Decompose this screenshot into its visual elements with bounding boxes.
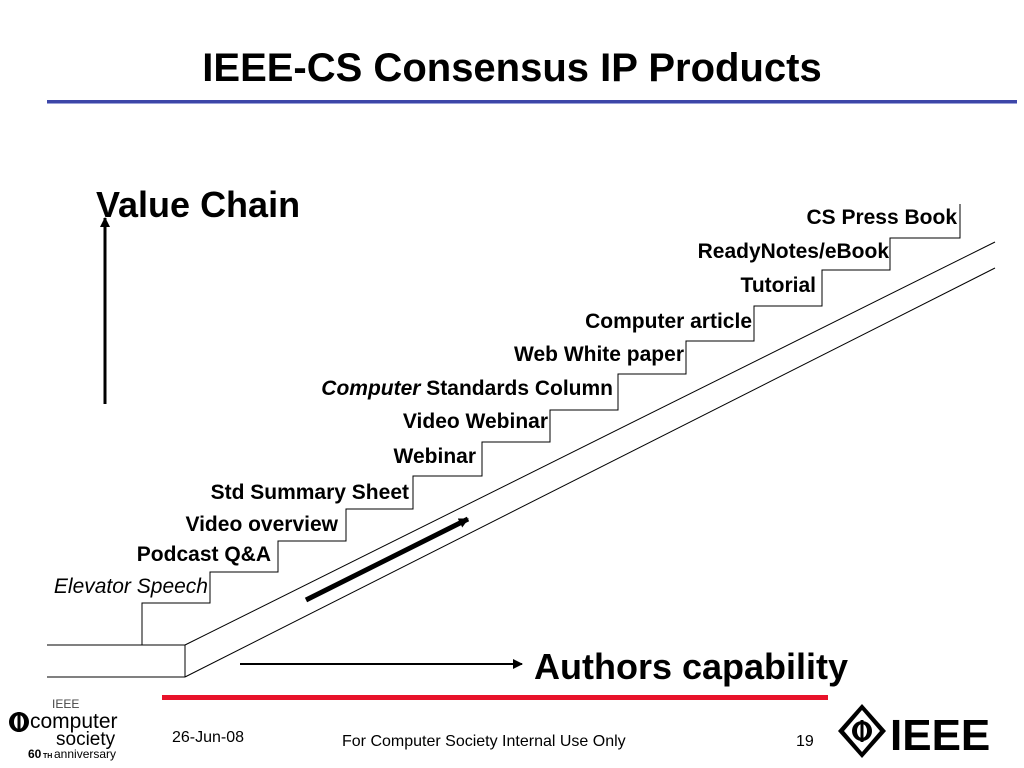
growth-arrow [304,516,470,603]
authors-capability-label: Authors capability [534,646,849,687]
footer-notice: For Computer Society Internal Use Only [342,733,626,750]
step-video-overview: Video overview [185,513,338,536]
ramp-line-upper [184,241,996,646]
step-computer-standards-column: Computer Standards Column [321,377,613,401]
footer-divider [162,695,828,700]
step-tutorial: Tutorial [740,274,816,297]
title-divider [47,100,1017,104]
step-elevator-speech: Elevator Speech [53,575,208,598]
step-std-summary-sheet: Std Summary Sheet [210,481,409,504]
page-number: 19 [796,733,814,750]
logo-ieee-small: IEEE [52,697,79,711]
logo-anniversary-word: anniversary [54,747,116,761]
step-web-white-paper: Web White paper [514,343,684,366]
page-title: IEEE-CS Consensus IP Products [202,46,822,90]
step-webinar: Webinar [393,445,476,468]
staircase-steps [141,204,961,645]
ramp-line-lower [184,267,996,678]
step-computer-article: Computer article [585,310,752,333]
value-chain-label: Value Chain [96,184,301,225]
cs-emblem-icon [9,712,29,732]
ieee-logo: IEEE [838,704,990,760]
step-readynotes-ebook: ReadyNotes/eBook [697,240,889,263]
step-cs-press-book: CS Press Book [806,206,957,229]
step-computer-emphasis: Computer [321,377,421,400]
step-video-webinar: Video Webinar [402,410,548,433]
logo-anniversary-suffix: TH [43,753,52,760]
logo-computer-text: computer [30,710,118,733]
footer-date: 26-Jun-08 [172,729,245,746]
ieee-diamond-icon [838,704,886,758]
step-podcast-qa: Podcast Q&A [136,543,271,566]
ieee-wordmark: IEEE [890,711,990,760]
logo-society-text: society [56,729,116,750]
logo-anniversary-number: 60 [28,747,42,761]
step-standards-column-text: Standards Column [420,377,613,400]
computer-society-logo: IEEE computer society 60 TH anniversary [9,697,118,761]
